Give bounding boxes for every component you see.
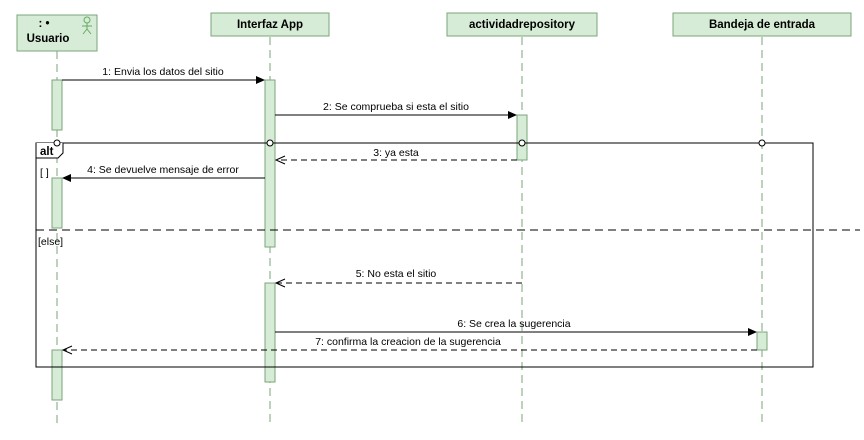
message-4[interactable]: 4: Se devuelve mensaje de error: [62, 164, 265, 182]
message-1-label: 1: Envia los datos del sitio: [102, 66, 224, 78]
usuario-label: Usuario: [27, 33, 70, 45]
message-4-label: 4: Se devuelve mensaje de error: [87, 164, 239, 176]
alt-operator: alt: [40, 146, 54, 158]
header-interfaz[interactable]: Interfaz App: [210, 12, 330, 37]
message-2[interactable]: 2: Se comprueba si esta el sitio: [275, 101, 517, 119]
usuario-stereotype: : •: [38, 18, 49, 30]
activation-usuario-1: [51, 79, 63, 131]
fragment-crossing-repo: [518, 139, 526, 147]
alt-fragment: alt [ ] [else]: [35, 142, 860, 368]
repo-label: actividadrepository: [469, 19, 576, 31]
fragment-crossing-usuario: [53, 139, 61, 147]
message-6-label: 6: Se crea la sugerencia: [457, 318, 570, 330]
alt-guard-1: [ ]: [40, 167, 49, 179]
activation-usuario-2: [51, 177, 63, 229]
activation-repo: [516, 114, 528, 161]
message-6[interactable]: 6: Se crea la sugerencia: [275, 318, 757, 336]
header-bandeja[interactable]: Bandeja de entrada: [672, 12, 852, 37]
message-7-label: 7: confirma la creacion de la sugerencia: [315, 336, 501, 348]
message-5[interactable]: 5: No esta el sitio: [274, 268, 522, 288]
message-2-label: 2: Se comprueba si esta el sitio: [323, 101, 469, 113]
bandeja-label: Bandeja de entrada: [709, 19, 816, 31]
fragment-crossing-bandeja: [758, 139, 766, 147]
message-5-label: 5: No esta el sitio: [356, 268, 437, 280]
interfaz-label: Interfaz App: [237, 19, 303, 31]
activation-bandeja: [756, 331, 768, 351]
fragment-crossing-interfaz: [266, 139, 274, 147]
header-repo[interactable]: actividadrepository: [446, 12, 598, 37]
message-1[interactable]: 1: Envia los datos del sitio: [62, 66, 265, 84]
alt-guard-2: [else]: [38, 236, 63, 248]
message-3-label: 3: ya esta: [373, 147, 419, 159]
actor-icon: [82, 16, 92, 35]
activation-usuario-3: [51, 349, 63, 401]
message-7[interactable]: 7: confirma la creacion de la sugerencia: [61, 336, 757, 355]
activation-interfaz-1: [264, 79, 276, 248]
header-usuario[interactable]: : • Usuario: [16, 14, 98, 52]
message-3[interactable]: 3: ya esta: [274, 147, 517, 165]
